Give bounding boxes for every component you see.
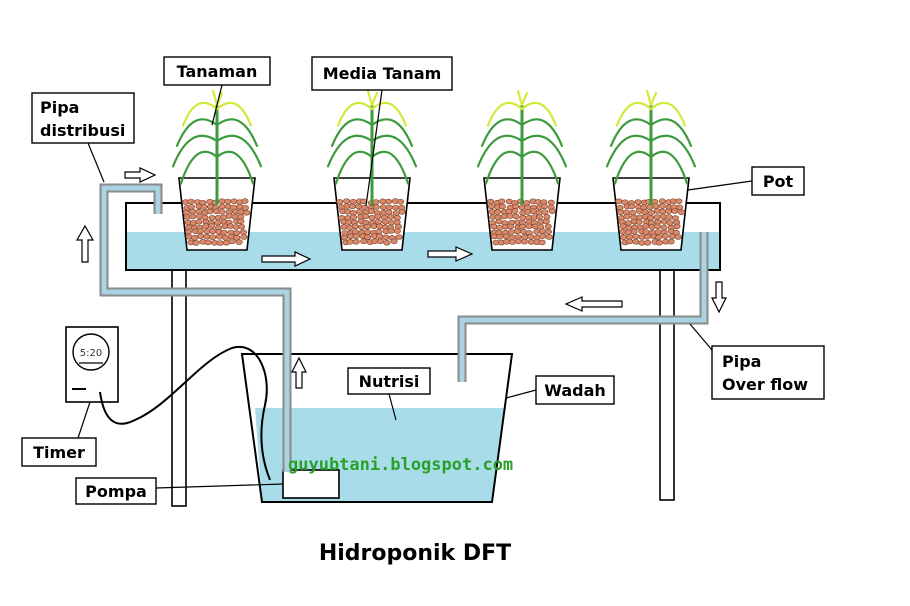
distribution-pipe: [99, 183, 292, 472]
timer-display: 5:20: [80, 348, 102, 359]
flow-arrows: [75, 167, 727, 389]
label-media-tanam: Media Tanam: [311, 56, 453, 207]
growing-media: [182, 198, 251, 246]
svg-text:Pipa: Pipa: [722, 352, 761, 371]
pots: [178, 177, 690, 251]
svg-text:Over flow: Over flow: [722, 375, 808, 394]
plant: [326, 89, 418, 205]
watermark: guyubtani.blogspot.com: [288, 455, 513, 475]
growing-media: [487, 198, 556, 246]
label-nutrisi: Nutrisi: [347, 367, 431, 421]
plant: [605, 89, 697, 205]
power-cable: [99, 345, 271, 481]
overflow-pipe: [457, 232, 709, 382]
timer-device: 5:20: [65, 326, 119, 403]
label-tanaman: Tanaman: [163, 56, 271, 126]
arrow-left-overflow-icon: [564, 296, 623, 312]
pot: [178, 177, 256, 251]
arrow-right-top-icon: [124, 167, 157, 183]
label-wadah: Wadah: [505, 375, 615, 405]
svg-text:Pot: Pot: [763, 172, 794, 191]
svg-text:Timer: Timer: [33, 443, 85, 462]
svg-text:Tanaman: Tanaman: [177, 62, 258, 81]
pot: [333, 177, 411, 251]
growing-media: [615, 198, 686, 246]
arrow-up-reservoir-icon: [291, 356, 307, 389]
label-pot: Pot: [687, 166, 805, 196]
label-timer: Timer: [21, 401, 97, 467]
diagram-title: Hidroponik DFT: [319, 541, 511, 566]
growing-media: [336, 198, 406, 246]
arrow-right-channel-2-icon: [427, 246, 474, 262]
svg-text:Nutrisi: Nutrisi: [359, 372, 420, 391]
pot: [612, 177, 690, 251]
arrow-up-left-icon: [75, 224, 95, 263]
plants: [171, 89, 697, 205]
svg-text:Pompa: Pompa: [85, 482, 147, 501]
svg-text:Pipa: Pipa: [40, 98, 79, 117]
svg-text:Media Tanam: Media Tanam: [323, 64, 442, 83]
label-pompa: Pompa: [75, 477, 284, 505]
svg-text:Wadah: Wadah: [544, 381, 606, 400]
arrow-down-overflow-icon: [711, 281, 727, 314]
svg-text:distribusi: distribusi: [40, 121, 125, 140]
label-pipa-distribusi: Pipa distribusi: [31, 92, 135, 183]
plant: [476, 89, 568, 205]
arrow-right-channel-1-icon: [261, 251, 312, 267]
table-leg-right: [659, 269, 675, 501]
pot: [483, 177, 561, 251]
label-pipa-overflow: Pipa Over flow: [689, 323, 825, 400]
